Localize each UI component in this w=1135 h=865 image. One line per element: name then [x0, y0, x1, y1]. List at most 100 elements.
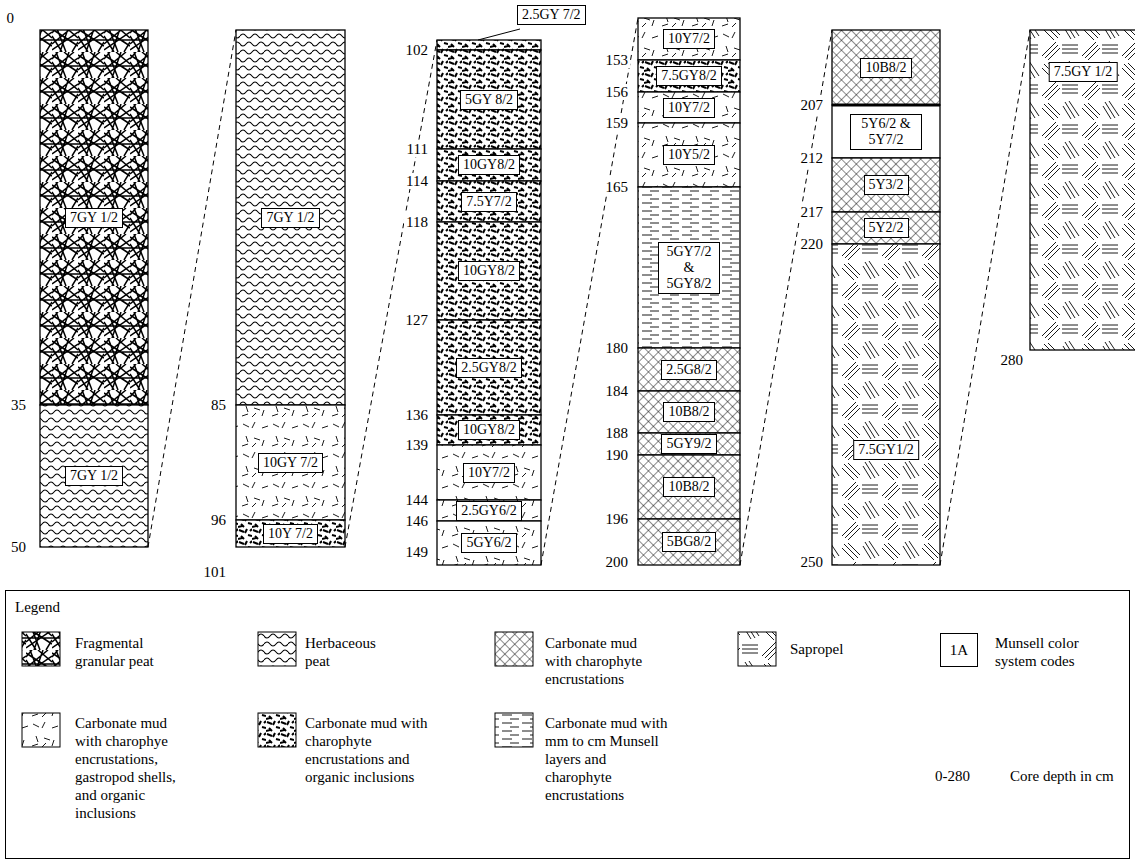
core-layer: 2.5GY 7/2: [437, 40, 541, 50]
layer-fill: [236, 405, 345, 520]
legend-text: Carbonate mud with charophyte encrustati…: [545, 634, 660, 688]
depth-label: 207: [799, 97, 826, 113]
depth-label: 188: [604, 425, 631, 441]
munsell-code: 7GY 1/2: [65, 208, 123, 228]
depth-label: 118: [404, 214, 430, 230]
layer-fill: [832, 158, 940, 212]
depth-label: 136: [404, 407, 431, 423]
correlation-lines: [148, 18, 1030, 565]
core-layer: 5Y2/2: [832, 212, 940, 244]
layer-fill: [40, 405, 148, 547]
depth-label: 180: [604, 340, 631, 356]
legend-text: Herbaceous peat: [305, 634, 395, 670]
core-layer: 10GY8/2: [437, 415, 541, 445]
depth-label: 220: [799, 236, 826, 252]
core-layer: 5GY 8/2: [437, 50, 541, 149]
layer-fill: [437, 149, 541, 181]
core-layer: 10Y 7/2: [236, 520, 345, 547]
layer-fill: [437, 50, 541, 149]
layer-fill: [437, 222, 541, 320]
munsell-code: 10Y7/2: [663, 98, 715, 118]
depth-label: 165: [604, 179, 631, 195]
core-layer: 2.5G8/2: [638, 348, 740, 391]
core-layer: 2.5GY8/2: [437, 320, 541, 415]
legend-text: Carbonate mud with mm to cm Munsell laye…: [545, 714, 675, 804]
munsell-code: 10GY8/2: [458, 420, 520, 440]
legend-text: Munsell color system codes: [995, 634, 1105, 670]
layer-fill: [437, 320, 541, 415]
core-layer: 7.5GY1/2: [832, 244, 940, 565]
depth-label: 200: [604, 554, 631, 570]
munsell-code: 10B8/2: [663, 477, 714, 497]
munsell-code: 10GY 7/2: [258, 453, 323, 473]
munsell-code: 5GY9/2: [661, 434, 716, 454]
layer-fill: [638, 92, 740, 123]
depth-label: 156: [604, 84, 631, 100]
core-layer: 10B8/2: [638, 391, 740, 433]
core-layer: 2.5GY6/2: [437, 500, 541, 521]
layer-fill: [832, 30, 940, 105]
depth-label: 159: [604, 115, 631, 131]
core-layer: 5Y3/2: [832, 158, 940, 212]
munsell-code: 5BG8/2: [662, 532, 716, 552]
depth-label: 0: [5, 10, 17, 26]
depth-label: 96: [209, 512, 228, 528]
layer-fill: [638, 18, 740, 60]
layer-fill: [236, 30, 345, 405]
munsell-code: 10GY8/2: [458, 155, 520, 175]
core-layer: 7GY 1/2: [236, 30, 345, 405]
munsell-code: 10Y7/2: [663, 29, 715, 49]
layer-fill: [832, 212, 940, 244]
layer-fill: [638, 433, 740, 455]
layer-boundary: [832, 104, 940, 107]
core-layer: 5GY9/2: [638, 433, 740, 455]
core-layer: 10B8/2: [832, 30, 940, 105]
layer-fill: [40, 30, 148, 405]
munsell-code: 5Y3/2: [864, 175, 909, 195]
depth-label: 144: [404, 492, 431, 508]
depth-label: 102: [404, 42, 431, 58]
legend-frame: [6, 591, 1130, 859]
layer-fill: [638, 187, 740, 348]
depth-label: 190: [604, 447, 631, 463]
munsell-code: 2.5GY8/2: [456, 358, 522, 378]
core-layer: 5GY7/2 & 5GY8/2: [638, 187, 740, 348]
depth-label: 50: [9, 539, 28, 555]
core-layer: 10B8/2: [638, 455, 740, 519]
layer-fill: [437, 500, 541, 521]
depth-label: 184: [604, 383, 631, 399]
legend-text: Fragmental granular peat: [75, 634, 185, 670]
munsell-code: 5GY 8/2: [460, 90, 518, 110]
core-layer: 7GY 1/2: [40, 405, 148, 547]
munsell-code: 7.5GY8/2: [656, 66, 722, 86]
layer-fill: [437, 40, 541, 50]
depth-label: 250: [799, 554, 826, 570]
layer-fill: [638, 348, 740, 391]
core-layers: [40, 18, 1135, 565]
layer-fill: [638, 60, 740, 92]
munsell-code: 10Y7/2: [463, 463, 515, 483]
layer-fill: [437, 415, 541, 445]
munsell-code: 5GY6/2: [461, 533, 516, 553]
core-layer: 10GY8/2: [437, 222, 541, 320]
depth-label: 196: [604, 511, 631, 527]
munsell-code: 10GY8/2: [458, 261, 520, 281]
depth-label: 127: [404, 312, 431, 328]
depth-label: 101: [202, 564, 229, 580]
legend-text: Core depth in cm: [1010, 767, 1135, 785]
core-layer: 7GY 1/2: [40, 30, 148, 405]
depth-label: 149: [404, 544, 431, 560]
core-layer: 10GY8/2: [437, 149, 541, 181]
munsell-code: 2.5GY 7/2: [517, 5, 586, 25]
legend-text: Carbonate mud with charophye encrustatio…: [75, 714, 195, 822]
core-layer: 10GY 7/2: [236, 405, 345, 520]
depth-label: 85: [209, 397, 228, 413]
core-layer: 5BG8/2: [638, 519, 740, 565]
layer-fill: [236, 520, 345, 547]
layer-fill: [437, 521, 541, 565]
core-layer: 10Y7/2: [638, 92, 740, 123]
depth-label: 146: [404, 513, 431, 529]
depth-label: 114: [404, 173, 430, 189]
core-layer: 10Y5/2: [638, 123, 740, 187]
